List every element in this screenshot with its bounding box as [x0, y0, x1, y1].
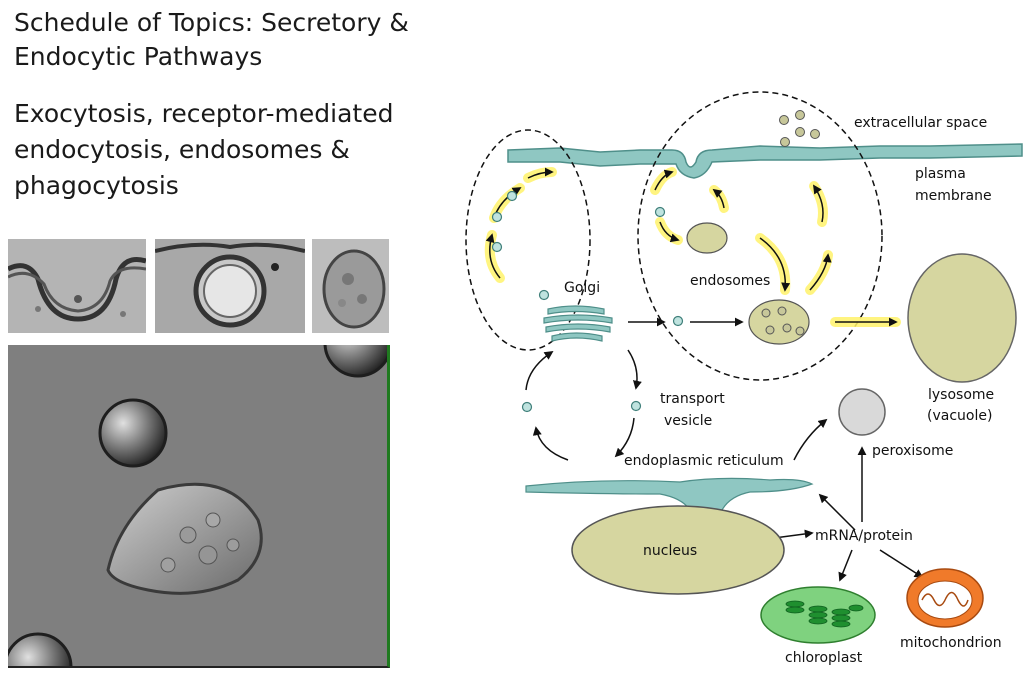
nucleus: [571, 505, 785, 595]
micrograph-coated-pit: [8, 239, 146, 333]
transport-vesicles: [491, 190, 684, 413]
golgi-apparatus: [543, 305, 613, 342]
label-lysosome-1: lysosome: [928, 387, 994, 403]
early-endosome: [686, 222, 728, 254]
peroxisome: [838, 388, 886, 436]
label-chloroplast: chloroplast: [785, 650, 863, 666]
slide-subtitle-line-3: phagocytosis: [14, 171, 179, 200]
endocytosis-region: [637, 91, 883, 381]
label-golgi: Golgi: [564, 280, 600, 296]
label-endoplasmic-reticulum: endoplasmic reticulum: [624, 453, 784, 469]
label-transport-vesicle-1: transport: [660, 391, 725, 407]
slide-title-line-2: Endocytic Pathways: [14, 42, 263, 71]
label-lysosome-2: (vacuole): [927, 408, 992, 424]
label-mitochondrion: mitochondrion: [900, 635, 1002, 651]
label-mrna-protein: mRNA/protein: [815, 528, 913, 544]
late-endosome: [748, 299, 810, 345]
phagocytosis-micrograph: [8, 345, 390, 668]
plasma-membrane: [507, 143, 1023, 179]
late-endosome-contents: [761, 306, 805, 336]
label-nucleus: nucleus: [643, 543, 697, 559]
slide-title: Schedule of Topics: Secretory & Endocyti…: [14, 6, 409, 74]
exocytosis-region: [465, 129, 591, 351]
chloroplast-thylakoids: [785, 600, 864, 628]
endoplasmic-reticulum: [525, 477, 814, 511]
slide-subtitle-line-2: endocytosis, endosomes &: [14, 135, 350, 164]
label-plasma-membrane-2: membrane: [915, 188, 992, 204]
label-endosomes: endosomes: [690, 273, 770, 289]
label-transport-vesicle-2: vesicle: [664, 413, 712, 429]
micrograph-coated-vesicle: [155, 239, 305, 333]
label-plasma-membrane-1: plasma: [915, 166, 966, 182]
slide-subtitle-line-1: Exocytosis, receptor-mediated: [14, 99, 394, 128]
mitochondrion-cristae: [921, 591, 969, 607]
lysosome: [907, 253, 1017, 383]
slide-subtitle: Exocytosis, receptor-mediated endocytosi…: [14, 96, 393, 204]
label-extracellular-space: extracellular space: [854, 115, 987, 131]
label-peroxisome: peroxisome: [872, 443, 953, 459]
micrograph-phagosome: [312, 239, 389, 333]
slide-title-line-1: Schedule of Topics: Secretory &: [14, 8, 409, 37]
extracellular-particles: [779, 110, 820, 147]
